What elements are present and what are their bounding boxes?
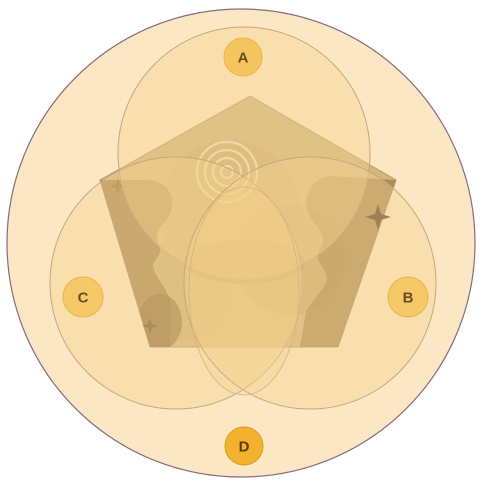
label-d: D: [239, 439, 250, 456]
label-b-badge: B: [388, 277, 428, 317]
label-a: A: [238, 50, 249, 67]
label-c: C: [78, 290, 89, 307]
label-c-badge: C: [63, 277, 103, 317]
label-a-badge: A: [224, 38, 262, 76]
label-d-badge: D: [225, 427, 263, 465]
label-b: B: [403, 290, 414, 307]
center-intersection: [189, 187, 299, 395]
